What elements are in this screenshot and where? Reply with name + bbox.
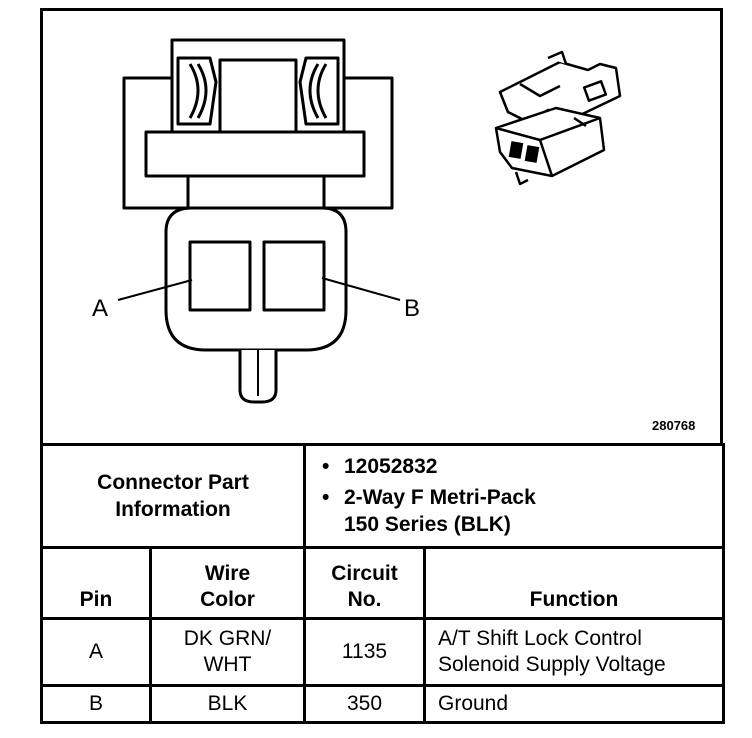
connector-tables: Connector Part Information 12052832 2-Wa… [40, 443, 725, 724]
function-cell: Ground [423, 684, 725, 724]
function-cell: A/T Shift Lock Control Solenoid Supply V… [423, 617, 725, 687]
pin-cell: B [40, 684, 152, 724]
pin-a-leader [117, 279, 193, 301]
pin-b-label: B [404, 295, 420, 322]
part-info-heading: Connector Part Information [40, 443, 306, 549]
pin-a-label: A [92, 295, 108, 322]
connector-band [144, 130, 366, 178]
left-latch-cam-detail [188, 63, 200, 119]
figure-reference-number: 280768 [652, 418, 695, 433]
figure-frame [40, 8, 723, 445]
circuit-no-cell: 1135 [303, 617, 426, 687]
part-info-list: 12052832 2-Way F Metri-Pack 150 Series (… [306, 453, 722, 538]
connector-face-view [117, 38, 401, 404]
pin-cell: A [40, 617, 152, 687]
mating-connector-edge [519, 82, 561, 98]
lower-connector-cavity-1 [508, 141, 524, 159]
pin-table: Pin Wire Color Circuit No. Function A DK… [40, 546, 725, 724]
part-info-list-cell: 12052832 2-Way F Metri-Pack 150 Series (… [303, 443, 725, 549]
header-wire-color: Wire Color [149, 546, 306, 620]
circuit-no-cell: 350 [303, 684, 426, 724]
lower-connector-key [514, 171, 529, 186]
wire-color-cell: BLK [149, 684, 306, 724]
part-info-row: Connector Part Information 12052832 2-Wa… [40, 443, 725, 549]
table-row: B BLK 350 Ground [40, 684, 725, 724]
wire-color-cell: DK GRN/ WHT [149, 617, 306, 687]
right-latch-cam-detail [316, 63, 328, 119]
mating-connector-tab [547, 50, 568, 65]
header-circuit-no: Circuit No. [303, 546, 426, 620]
connector-perspective-view [494, 50, 622, 186]
lower-connector-front [538, 139, 554, 177]
connector-part-info-table: Connector Part Information 12052832 2-Wa… [40, 443, 725, 549]
table-row: A DK GRN/ WHT 1135 A/T Shift Lock Contro… [40, 617, 725, 687]
header-function: Function [423, 546, 725, 620]
cavity-a [188, 240, 252, 312]
pin-b-leader [321, 277, 401, 301]
connector-description: 2-Way F Metri-Pack 150 Series (BLK) [322, 484, 722, 538]
pin-table-header: Pin Wire Color Circuit No. Function [40, 546, 725, 620]
connector-diagram: A B 280768 [40, 8, 723, 445]
header-pin: Pin [40, 546, 152, 620]
right-latch-cam-detail-2 [308, 63, 320, 119]
part-info-heading-text: Connector Part Information [97, 471, 249, 521]
mating-connector-lock [582, 80, 608, 102]
connector-latch-window [218, 58, 298, 134]
connector-joint-line [573, 116, 587, 128]
left-latch-cam-detail-2 [196, 63, 208, 119]
cavity-b [262, 240, 326, 312]
lower-connector-cavity-2 [524, 145, 540, 163]
connector-neck [186, 174, 326, 210]
part-number: 12052832 [322, 453, 722, 480]
